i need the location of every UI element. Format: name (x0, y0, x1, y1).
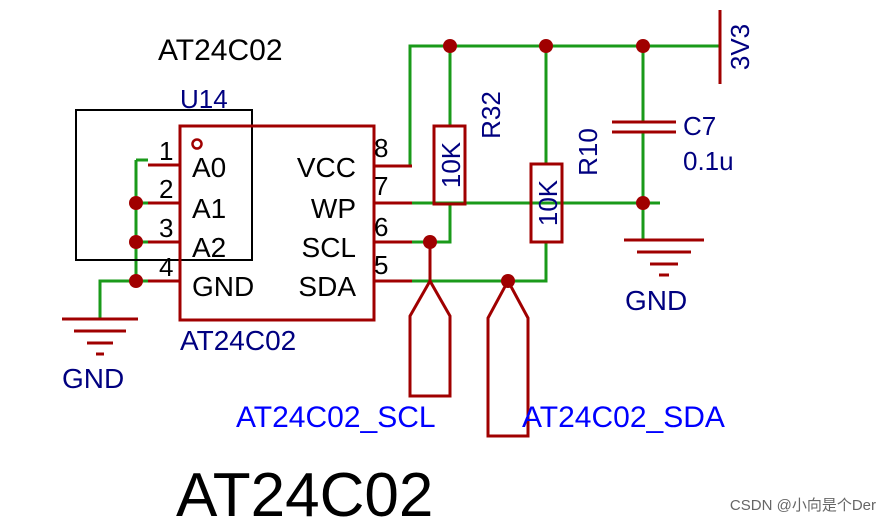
pin-7-number: 7 (374, 171, 388, 201)
pin-7-name: WP (311, 193, 356, 224)
ground-right: GND (624, 238, 704, 316)
pin-4-name: GND (192, 271, 254, 302)
selection-box (75, 109, 253, 261)
junction-dot (129, 274, 143, 288)
r10-value: 10K (533, 179, 563, 226)
big-title: AT24C02 (176, 461, 433, 524)
r32-body (432, 124, 467, 206)
port-sda: AT24C02_SDA (486, 277, 725, 438)
pin-1-number: 1 (159, 136, 173, 166)
c7-value: 0.1u (683, 146, 734, 176)
ic-part-label: AT24C02 (180, 325, 296, 356)
resistor-r32: 10K R32 (432, 91, 506, 206)
pin-6-name: SCL (302, 232, 356, 263)
c7-designator: C7 (683, 111, 716, 141)
r10-body (529, 162, 564, 244)
pin-6-number: 6 (374, 212, 388, 242)
pin-5-number: 5 (374, 250, 388, 280)
r32-designator: R32 (476, 91, 506, 139)
pin-3-name: A2 (192, 232, 226, 263)
r32-value: 10K (436, 141, 466, 188)
junction-dot (443, 39, 457, 53)
pin-8-name: VCC (297, 152, 356, 183)
sda-port-symbol (486, 277, 530, 438)
pin-4-number: 4 (159, 252, 173, 282)
resistor-r10: 10K R10 (529, 128, 603, 244)
pin-2-name: A1 (192, 193, 226, 224)
pin-5-name: SDA (298, 271, 356, 302)
ic-body (178, 124, 376, 322)
junction-dot (539, 39, 553, 53)
gnd-left-label: GND (62, 363, 124, 394)
pin-2-number: 2 (159, 174, 173, 204)
junctions (129, 39, 650, 288)
junction-dot (129, 196, 143, 210)
junction-dot (636, 39, 650, 53)
pin-3-number: 3 (159, 213, 173, 243)
sda-net-label: AT24C02_SDA (522, 401, 725, 434)
pin-8-number: 8 (374, 133, 388, 163)
port-scl: AT24C02_SCL (236, 242, 452, 434)
gnd-right-label: GND (625, 285, 687, 316)
watermark: CSDN @小向是个Der (730, 497, 876, 514)
sda-wire (412, 242, 548, 283)
r10-designator: R10 (573, 128, 603, 176)
ic-u14: AT24C02 U14 1 A0 2 A1 3 A2 4 GND 8 VCC 7… (75, 34, 412, 356)
junction-dot (129, 235, 143, 249)
ic-title: AT24C02 (158, 34, 283, 67)
power-3v3: 3V3 (718, 10, 755, 84)
power-net-label: 3V3 (725, 24, 755, 70)
scl-port-symbol (408, 277, 452, 398)
junction-dot (423, 235, 437, 249)
ground-left: GND (62, 317, 138, 394)
pin-1-name: A0 (192, 152, 226, 183)
junction-dot (501, 274, 515, 288)
junction-dot (636, 196, 650, 210)
capacitor-c7: C7 0.1u (612, 111, 734, 176)
scl-net-label: AT24C02_SCL (236, 401, 436, 434)
pin1-marker (191, 138, 203, 150)
